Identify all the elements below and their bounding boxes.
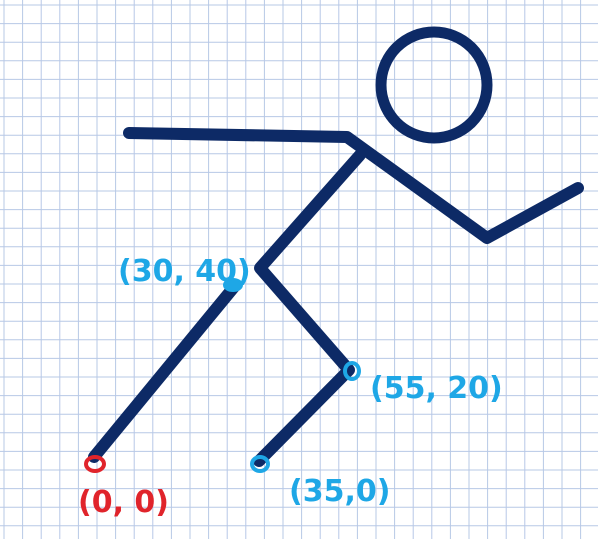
point-label-knee-right: (55, 20) <box>370 371 503 406</box>
point-label-foot-right: (35,0) <box>289 474 390 509</box>
point-label-knee-left: (30, 40) <box>118 254 251 289</box>
point-label-origin: (0, 0) <box>78 485 169 520</box>
